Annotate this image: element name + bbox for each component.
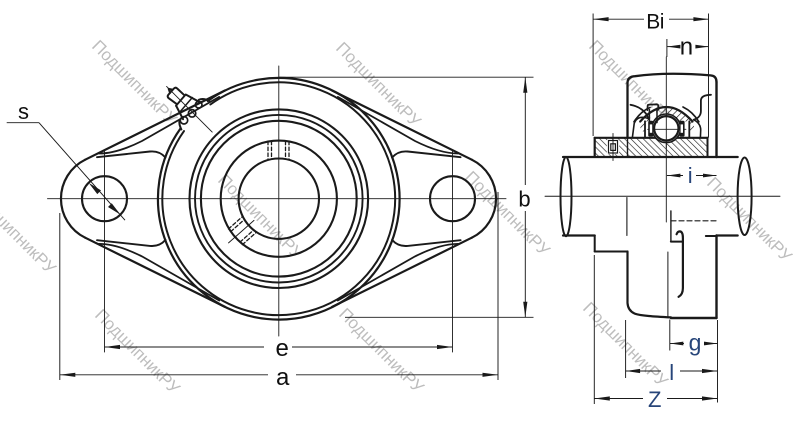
svg-text:i: i [688, 163, 693, 188]
svg-text:e: e [276, 335, 289, 362]
svg-text:l: l [669, 360, 674, 385]
svg-text:a: a [276, 364, 290, 391]
svg-text:n: n [680, 34, 693, 61]
svg-text:Bi: Bi [646, 10, 663, 33]
svg-text:b: b [518, 186, 530, 211]
svg-text:Z: Z [648, 387, 661, 412]
svg-text:g: g [689, 329, 702, 355]
svg-text:s: s [18, 99, 29, 124]
